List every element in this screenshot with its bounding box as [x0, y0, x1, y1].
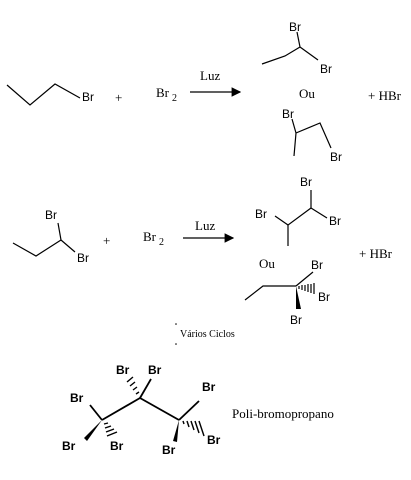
r2-product-b-br3: Br — [290, 313, 302, 327]
r1-reactant-bromopropane: Br — [6, 83, 94, 106]
r2-product-b-br2: Br — [318, 290, 330, 304]
final-c1-hash — [103, 422, 118, 437]
r1-reagent-subscript: 2 — [172, 93, 177, 104]
r1-product-b-br2: Br — [330, 150, 342, 164]
final-c3-bond-upper-right — [178, 400, 200, 421]
r1-product-a-chain — [261, 46, 301, 65]
final-br-2: Br — [148, 363, 162, 377]
final-br-3: Br — [70, 391, 84, 405]
final-c3-hash — [182, 420, 205, 437]
r2-ou: Ou — [259, 256, 275, 271]
r2-condition-label: Luz — [195, 218, 215, 233]
r1-reagent-br2: Br 2 — [156, 85, 177, 104]
r2-product-b-br1: Br — [311, 258, 323, 272]
final-br-1: Br — [116, 363, 130, 377]
r1-product-b-br1: Br — [282, 107, 294, 121]
r2-reactant-bond-br2 — [60, 239, 76, 253]
r2-product-a-bond-br1 — [274, 215, 289, 226]
final-br-5: Br — [62, 439, 76, 453]
r2-product-a-bond-br3 — [310, 207, 328, 219]
final-c2-bond-upper-right — [139, 378, 152, 399]
reaction-2: Br Br + Br 2 Luz Br Br Br Ou + HBr — [12, 175, 393, 327]
r1-plus: + — [115, 90, 122, 105]
r2-product-b-hash — [298, 283, 315, 294]
r1-product-a-br2: Br — [320, 62, 332, 76]
r2-product-a: Br Br Br — [255, 175, 341, 246]
r1-condition-label: Luz — [200, 68, 220, 83]
r1-byproduct: + HBr — [368, 88, 402, 103]
r2-reactant-br1: Br — [45, 208, 57, 222]
final-c1-bond-upper-left — [89, 404, 103, 421]
r2-product-b-chain — [244, 285, 296, 301]
cycles-note: Vários Ciclos — [175, 323, 235, 345]
r2-product-b: Br Br Br — [244, 258, 330, 327]
final-br-8: Br — [207, 433, 221, 447]
cycles-dot-bottom — [175, 343, 177, 345]
final-br-6: Br — [110, 439, 124, 453]
r2-reagent-br2: Br 2 — [143, 229, 164, 248]
r1-reactant-br: Br — [82, 90, 94, 104]
final-c3-wedge — [173, 420, 179, 442]
r1-product-b-chain — [293, 122, 332, 157]
final-backbone — [101, 396, 180, 421]
cycles-note-text: Vários Ciclos — [180, 329, 235, 340]
r2-reagent-symbol: Br — [143, 229, 157, 244]
final-c1-wedge — [84, 420, 102, 441]
r2-product-a-chain — [287, 207, 312, 246]
r1-product-b-bond-br1 — [291, 118, 297, 134]
r2-reactant-dibromopropane: Br Br — [12, 208, 89, 265]
r2-reagent-subscript: 2 — [159, 237, 164, 248]
final-br-7: Br — [162, 443, 176, 457]
r1-reactant-skeleton — [6, 83, 81, 106]
final-br-4: Br — [202, 380, 216, 394]
final-c2-hash — [126, 376, 140, 395]
final-product: Br Br Br Br Br Br Br Br Poli-bromopropan… — [62, 363, 334, 457]
r1-product-a: Br Br — [261, 20, 332, 76]
r1-product-a-bond-br1 — [296, 31, 301, 48]
r2-product-a-br1: Br — [255, 207, 267, 221]
r2-plus: + — [103, 233, 110, 248]
cycles-dot-top — [175, 323, 177, 325]
r2-reactant-chain — [12, 239, 62, 257]
r1-ou: Ou — [299, 86, 315, 101]
r2-product-b-wedge — [296, 286, 301, 309]
r2-reactant-bond-br1 — [57, 222, 62, 241]
r1-reagent-symbol: Br — [156, 85, 170, 100]
r2-product-a-br2: Br — [300, 175, 312, 189]
r2-product-b-bond-br1 — [295, 271, 314, 287]
r1-product-b: Br Br — [282, 107, 342, 164]
r2-product-a-br3: Br — [329, 214, 341, 228]
final-product-name: Poli-bromopropano — [232, 406, 334, 421]
r1-product-a-bond-br2 — [299, 46, 319, 61]
r2-byproduct: + HBr — [359, 246, 393, 261]
r1-product-a-br1: Br — [289, 20, 301, 34]
reaction-1: Br + Br 2 Luz Br Br Ou + HBr Br Br — [6, 20, 402, 164]
r2-reactant-br2: Br — [77, 251, 89, 265]
